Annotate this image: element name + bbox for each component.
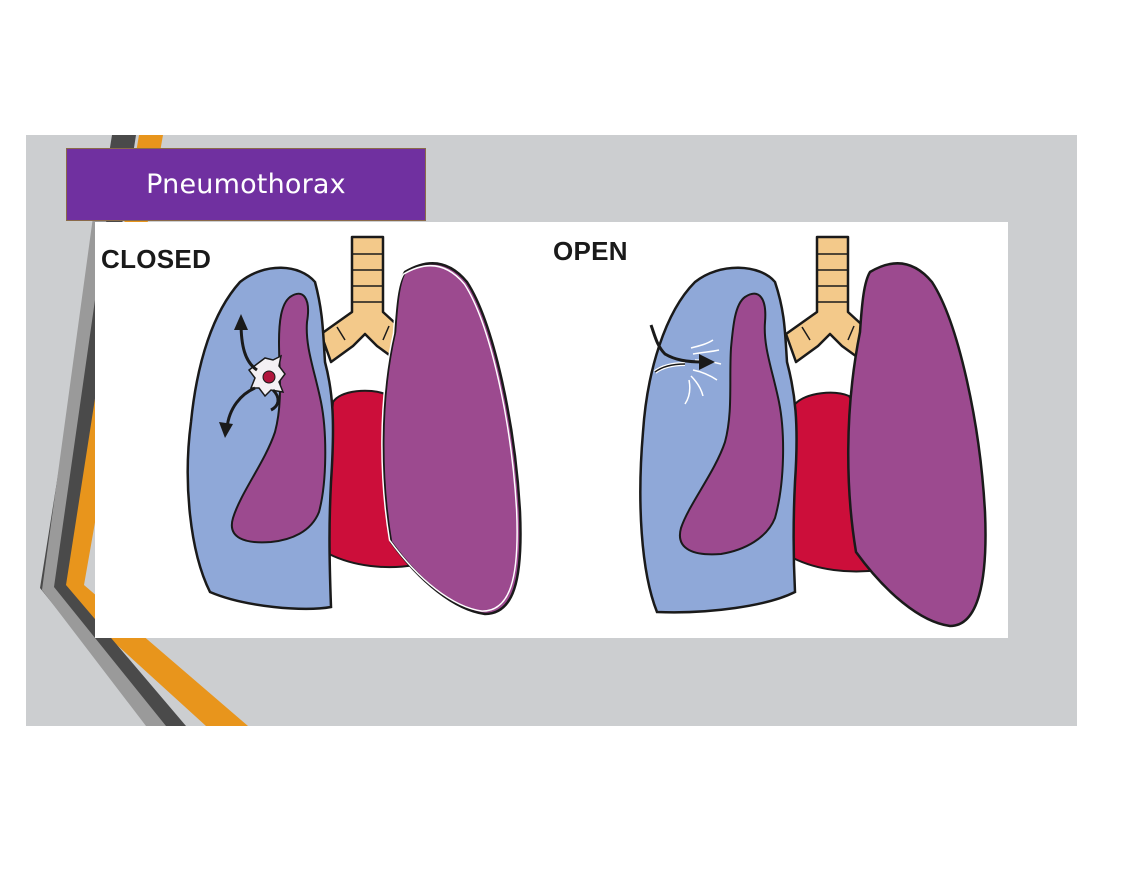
closed-arrow-down-head (219, 422, 233, 438)
open-panel (639, 235, 987, 628)
light-stripe (42, 195, 166, 726)
closed-trachea (319, 235, 409, 364)
pneumothorax-figure: CLOSED OPEN (95, 222, 1008, 638)
open-label: OPEN (553, 236, 628, 266)
slide: Pneumothorax CLOSED OPEN (26, 135, 1077, 726)
closed-label: CLOSED (101, 244, 212, 274)
open-chest-wound (653, 362, 686, 374)
closed-arrow-up-head (234, 314, 248, 330)
slide-title: Pneumothorax (146, 169, 346, 200)
title-box: Pneumothorax (66, 148, 426, 221)
open-collapsed-lung (678, 292, 785, 556)
open-left-lung (846, 262, 987, 628)
open-air-arrow-head (699, 354, 715, 370)
closed-left-lung (381, 262, 522, 616)
closed-rupture (247, 354, 286, 398)
closed-panel (186, 235, 522, 616)
open-air-arrow (649, 324, 704, 364)
lungs-illustration (186, 235, 987, 628)
open-trachea (784, 235, 874, 364)
